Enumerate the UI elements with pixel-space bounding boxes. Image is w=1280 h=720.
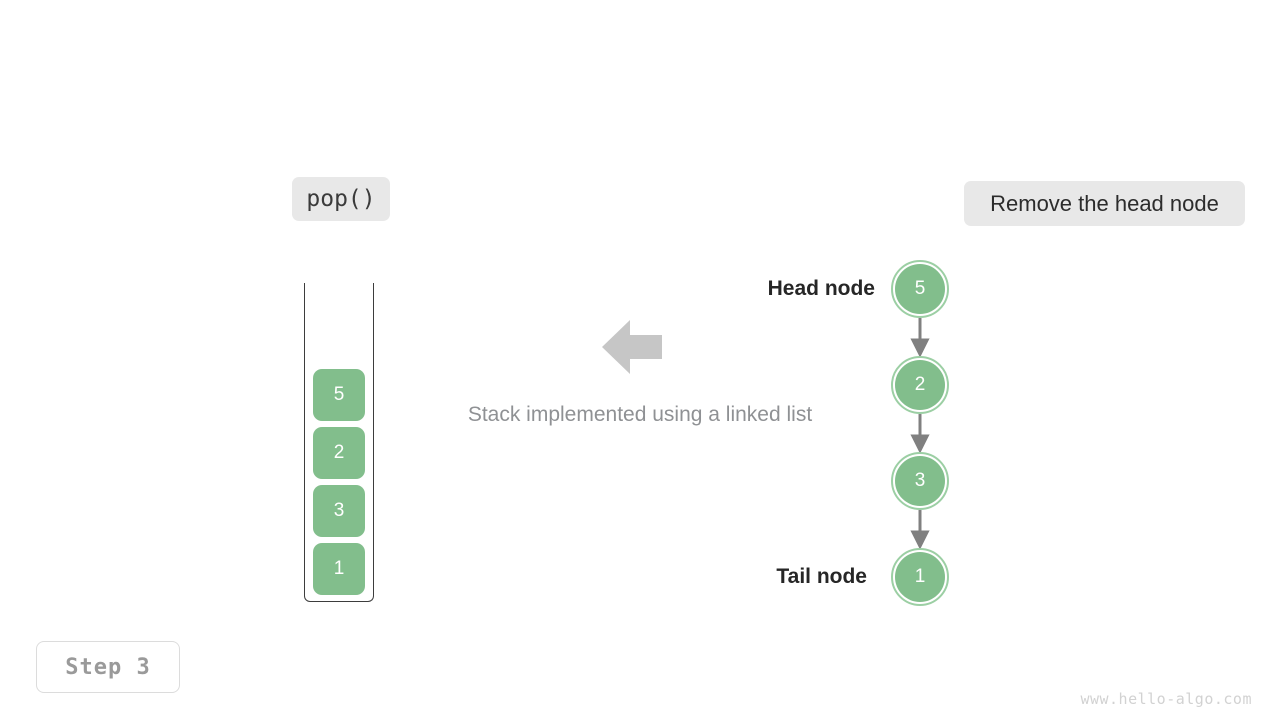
stack-cell: 3: [313, 485, 365, 537]
stack-frame: [304, 283, 374, 602]
stack-cell: 1: [313, 543, 365, 595]
linked-list-node-head: 5: [891, 260, 949, 318]
diagram-caption: Stack implemented using a linked list: [467, 403, 813, 426]
node-value: 5: [895, 264, 945, 314]
stack-cell: 2: [313, 427, 365, 479]
linked-list-node: 3: [891, 452, 949, 510]
description-badge: Remove the head node: [964, 181, 1245, 226]
tail-node-label: Tail node: [776, 565, 867, 588]
step-badge: Step 3: [36, 641, 180, 693]
watermark: www.hello-algo.com: [1080, 690, 1252, 708]
linked-list-node: 2: [891, 356, 949, 414]
node-value: 2: [895, 360, 945, 410]
transfer-arrow-left-icon: [602, 318, 662, 376]
stack-cell: 5: [313, 369, 365, 421]
stack-container: 5 2 3 1: [304, 283, 374, 602]
head-node-label: Head node: [767, 277, 875, 300]
node-value: 1: [895, 552, 945, 602]
operation-badge: pop(): [292, 177, 390, 221]
linked-list-node-tail: 1: [891, 548, 949, 606]
node-value: 3: [895, 456, 945, 506]
stack-cell-list: 5 2 3 1: [313, 369, 365, 595]
